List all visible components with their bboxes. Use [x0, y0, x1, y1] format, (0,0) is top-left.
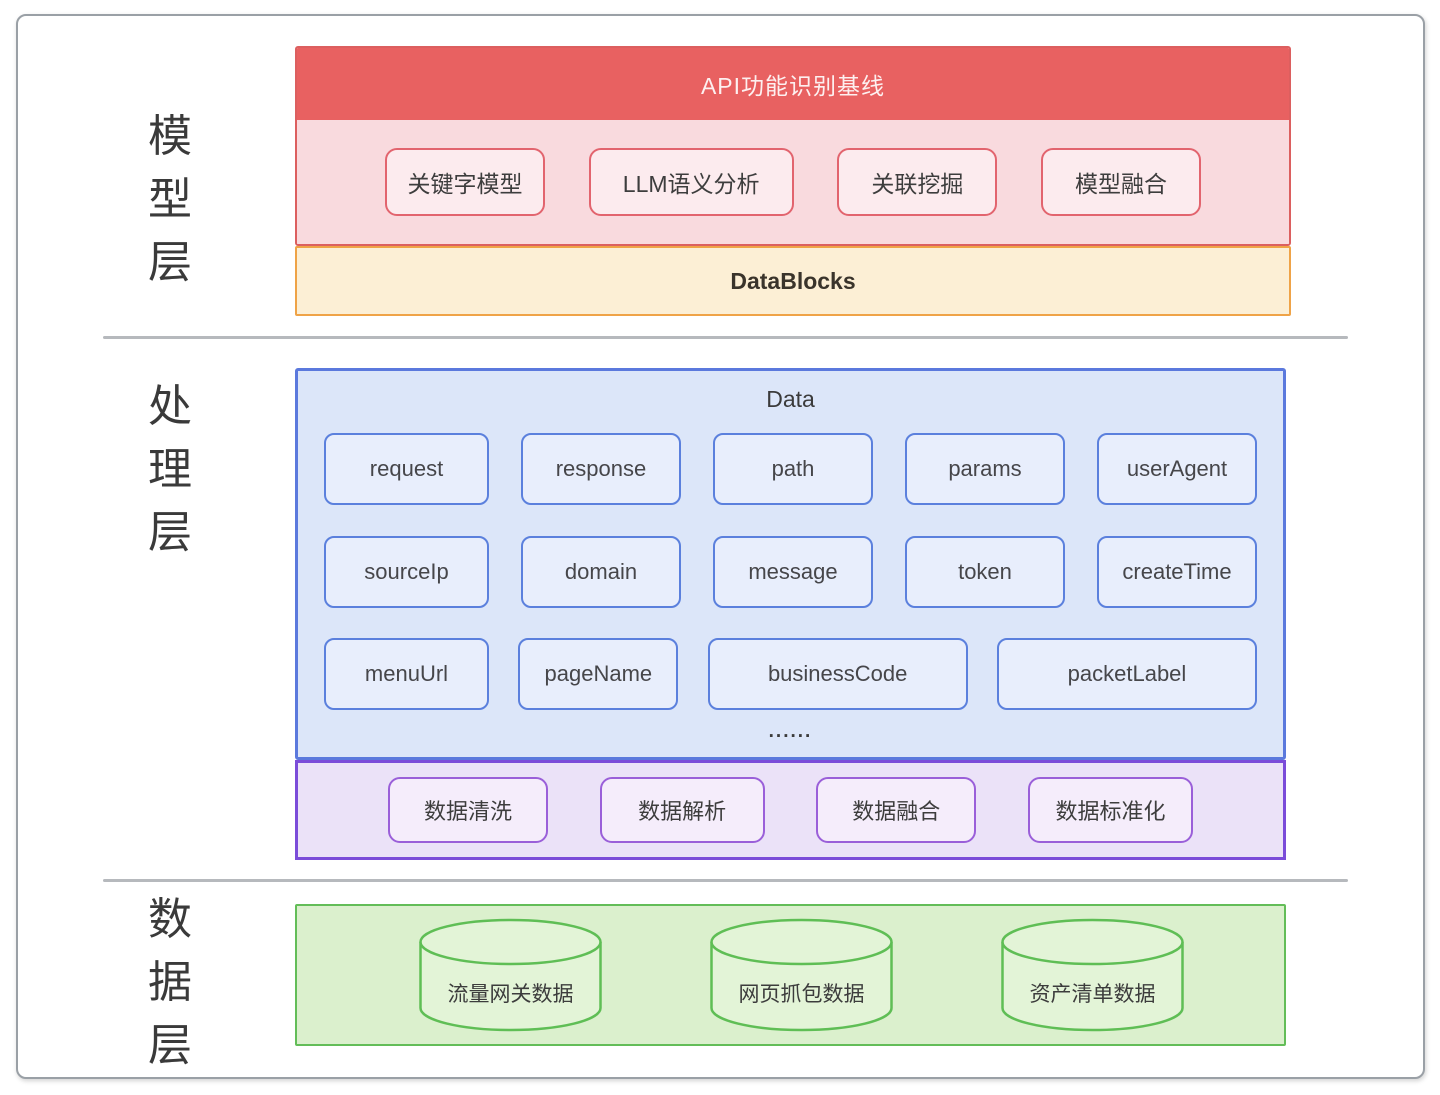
- field-row-3: menuUrl pageName businessCode packetLabe…: [298, 638, 1283, 710]
- data-sources-bar: 流量网关数据 网页抓包数据 资产清单数据: [295, 904, 1286, 1046]
- database-cylinder-icon: [710, 918, 893, 1032]
- field-box-pagename: pageName: [518, 638, 679, 710]
- divider-model-processing: [103, 336, 1348, 339]
- layer-label-processing: 处理层: [148, 382, 192, 557]
- field-box-businesscode: businessCode: [707, 638, 968, 710]
- ellipsis-text: ......: [768, 721, 813, 742]
- layer-label-model: 模型层: [148, 112, 192, 287]
- field-box-response: response: [521, 433, 681, 505]
- model-box-keyword: 关键字模型: [385, 148, 545, 216]
- field-box-path: path: [713, 433, 873, 505]
- field-box-useragent: userAgent: [1097, 433, 1257, 505]
- field-box-params: params: [905, 433, 1065, 505]
- model-layer-body: 关键字模型 LLM语义分析 关联挖掘 模型融合: [297, 120, 1289, 244]
- database-cylinder-icon: [1001, 918, 1184, 1032]
- field-box-domain: domain: [521, 536, 681, 608]
- field-box-sourceip: sourceIp: [324, 536, 489, 608]
- data-group-title: Data: [766, 386, 815, 412]
- data-source-assets: 资产清单数据: [1000, 918, 1185, 1032]
- diagram-card: 模型层 处理层 数据层 API功能识别基线 关键字模型 LLM语义分析 关联挖掘…: [16, 14, 1425, 1079]
- field-box-request: request: [324, 433, 489, 505]
- divider-processing-data: [103, 879, 1348, 882]
- step-box-parsing: 数据解析: [599, 777, 765, 843]
- field-row-2: sourceIp domain message token createTime: [298, 536, 1283, 608]
- data-source-gateway: 流量网关数据: [418, 918, 603, 1032]
- data-source-label: 资产清单数据: [1029, 983, 1156, 1006]
- step-box-cleaning: 数据清洗: [388, 777, 548, 843]
- field-box-createtime: createTime: [1097, 536, 1257, 608]
- field-box-packetlabel: packetLabel: [996, 638, 1257, 710]
- layer-label-data: 数据层: [148, 895, 192, 1070]
- model-box-fusion: 模型融合: [1040, 148, 1201, 216]
- field-box-token: token: [905, 536, 1065, 608]
- model-layer-group: API功能识别基线 关键字模型 LLM语义分析 关联挖掘 模型融合: [295, 46, 1291, 246]
- processing-steps-bar: 数据清洗 数据解析 数据融合 数据标准化: [295, 760, 1286, 860]
- api-baseline-header: API功能识别基线: [297, 48, 1289, 120]
- datablocks-bar: DataBlocks: [295, 246, 1291, 316]
- model-box-llm: LLM语义分析: [588, 148, 794, 216]
- database-cylinder-icon: [419, 918, 602, 1032]
- step-box-fusion: 数据融合: [816, 777, 977, 843]
- data-source-webcapture: 网页抓包数据: [709, 918, 894, 1032]
- model-box-association: 关联挖掘: [837, 148, 998, 216]
- data-source-label: 流量网关数据: [447, 983, 574, 1006]
- field-row-1: request response path params userAgent: [298, 433, 1283, 505]
- field-box-message: message: [713, 536, 873, 608]
- data-source-label: 网页抓包数据: [738, 983, 865, 1006]
- field-box-menuurl: menuUrl: [324, 638, 489, 710]
- step-box-standardization: 数据标准化: [1027, 777, 1193, 843]
- data-fields-group: Data request response path params userAg…: [295, 368, 1286, 760]
